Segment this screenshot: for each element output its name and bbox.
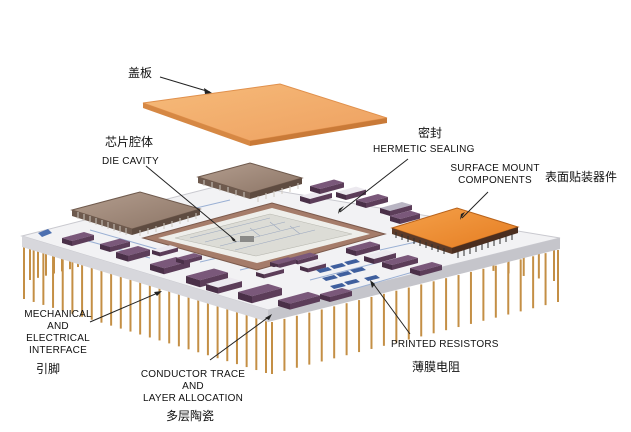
component-block [278, 291, 320, 310]
surface-mount-chip [390, 207, 520, 258]
lid-label-zh: 盖板 [128, 66, 153, 80]
component-block [310, 179, 344, 194]
component-block [390, 210, 420, 224]
component-block [256, 266, 284, 279]
component-block [116, 246, 150, 262]
chip-package-left [70, 191, 202, 236]
component-block [152, 245, 178, 257]
component-block [320, 288, 352, 302]
component-block [62, 232, 94, 246]
smc-label-zh: 表面贴装器件 [545, 170, 618, 184]
conductor-label-line2: AND [182, 381, 204, 392]
component-block [380, 202, 412, 216]
component-block [410, 262, 442, 276]
conductor-label-line3: LAYER ALLOCATION [142, 393, 244, 404]
printed-resistors [316, 259, 380, 289]
resistors-label-zh: 薄膜电阻 [412, 360, 461, 374]
lid [142, 83, 388, 146]
mech-label-line1: MECHANICAL [24, 309, 92, 320]
die-cavity [141, 202, 387, 271]
mech-label-zh: 引脚 [36, 362, 61, 376]
component-block [300, 261, 326, 273]
mech-label-line3: ELECTRICAL [26, 333, 90, 344]
chip-package-right [196, 162, 304, 202]
component-block [176, 253, 202, 265]
smc-label-line1: SURFACE MOUNT [450, 163, 540, 174]
component-block [186, 268, 228, 288]
die-cavity-label-zh: 芯片腔体 [105, 135, 154, 149]
component-block [364, 250, 396, 264]
mech-label-line2: AND [47, 321, 69, 332]
die-cavity-label: DIE CAVITY [102, 156, 159, 167]
sealing-label-zh: 密封 [418, 126, 443, 140]
conductor-label-zh: 多层陶瓷 [166, 409, 215, 423]
small-components [62, 179, 442, 310]
component-block [336, 186, 366, 200]
mech-label-line4: INTERFACE [29, 345, 87, 356]
component-block [238, 283, 282, 304]
component-block [206, 277, 242, 294]
smc-label-line2: COMPONENTS [458, 175, 532, 186]
component-block [346, 241, 380, 256]
component-block [100, 238, 130, 252]
component-block [356, 194, 388, 208]
resistors-label: PRINTED RESISTORS [391, 339, 499, 350]
leader-arrowheads [154, 88, 465, 320]
sealing-label: HERMETIC SEALING [373, 144, 475, 155]
leader-lines [89, 76, 489, 361]
conductor-label-line1: CONDUCTOR TRACE [140, 369, 246, 380]
component-block [382, 254, 418, 270]
